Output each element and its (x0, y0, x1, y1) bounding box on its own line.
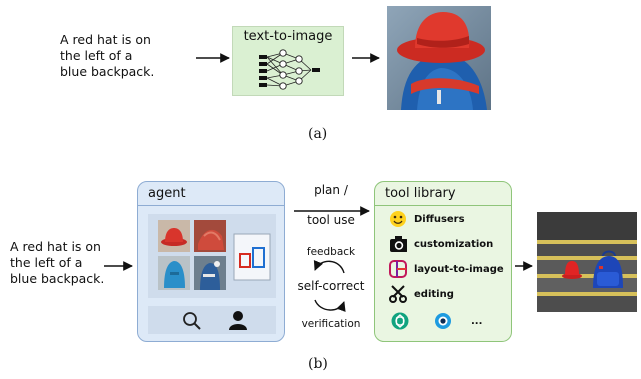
plan-label: plan / (288, 183, 374, 197)
layout-icon (389, 260, 407, 278)
tool-label: editing (414, 288, 454, 300)
tool-label: customization (414, 238, 494, 250)
tool-library-panel: tool library Diffusers customization lay… (374, 181, 512, 342)
caption-b: (b) (308, 356, 328, 372)
prompt-line: blue backpack. (60, 64, 155, 79)
scissors-icon (389, 285, 407, 303)
caption-a: (a) (308, 126, 328, 142)
prompt-line: A red hat is on (10, 239, 101, 254)
model-label: text-to-image (243, 29, 333, 44)
user-icon (229, 311, 247, 330)
thumbnail-hat-2 (194, 220, 226, 252)
text-to-image-model: text-to-image (232, 26, 344, 96)
tool-library-divider (375, 205, 511, 206)
agent-divider (138, 205, 284, 206)
agent-panel: agent (137, 181, 285, 342)
generated-image-bottom (537, 212, 637, 312)
self-correct-label: self-correct (297, 279, 365, 293)
openai-icon (391, 312, 409, 330)
prompt-line: the left of a (60, 48, 133, 63)
candidate-images (158, 220, 271, 290)
plan-label-line-1: plan / (314, 183, 348, 197)
prompt-line: A red hat is on (60, 32, 151, 47)
tool-label: Diffusers (414, 213, 465, 225)
camera-icon (389, 235, 407, 253)
tool-layout-to-image: layout-to-image (389, 258, 504, 280)
generated-image-top (387, 6, 491, 110)
agent-memory-panel (148, 214, 276, 298)
search-icon (183, 312, 201, 330)
ellipsis: ... (471, 315, 483, 327)
thumbnail-hat-1 (158, 220, 190, 252)
tool-customization: customization (389, 233, 493, 255)
arrow-verification-curve (314, 299, 346, 312)
tool-extra-row: ... (391, 310, 482, 332)
eye-icon (434, 312, 452, 330)
tool-library-title: tool library (385, 186, 456, 201)
tool-label: layout-to-image (414, 263, 504, 275)
layout-boxes-icon (233, 233, 271, 281)
hugging-face-icon (389, 210, 407, 228)
agent-tools-bar (148, 306, 276, 334)
verification-label: verification (301, 318, 361, 330)
neural-network-icon (259, 49, 320, 90)
prompt-line: blue backpack. (10, 271, 105, 286)
prompt-text-top: A red hat is on the left of a blue backp… (60, 32, 154, 80)
thumbnail-backpack-2 (194, 256, 226, 290)
thumbnail-backpack-1 (158, 256, 190, 290)
tool-use-label: tool use (307, 213, 355, 227)
prompt-text-bottom: A red hat is on the left of a blue backp… (10, 239, 104, 287)
tool-diffusers: Diffusers (389, 208, 465, 230)
agent-title: agent (148, 186, 186, 201)
feedback-label: feedback (306, 246, 356, 258)
tool-editing: editing (389, 283, 454, 305)
arrow-feedback-curve (313, 259, 345, 274)
prompt-line: the left of a (10, 255, 83, 270)
